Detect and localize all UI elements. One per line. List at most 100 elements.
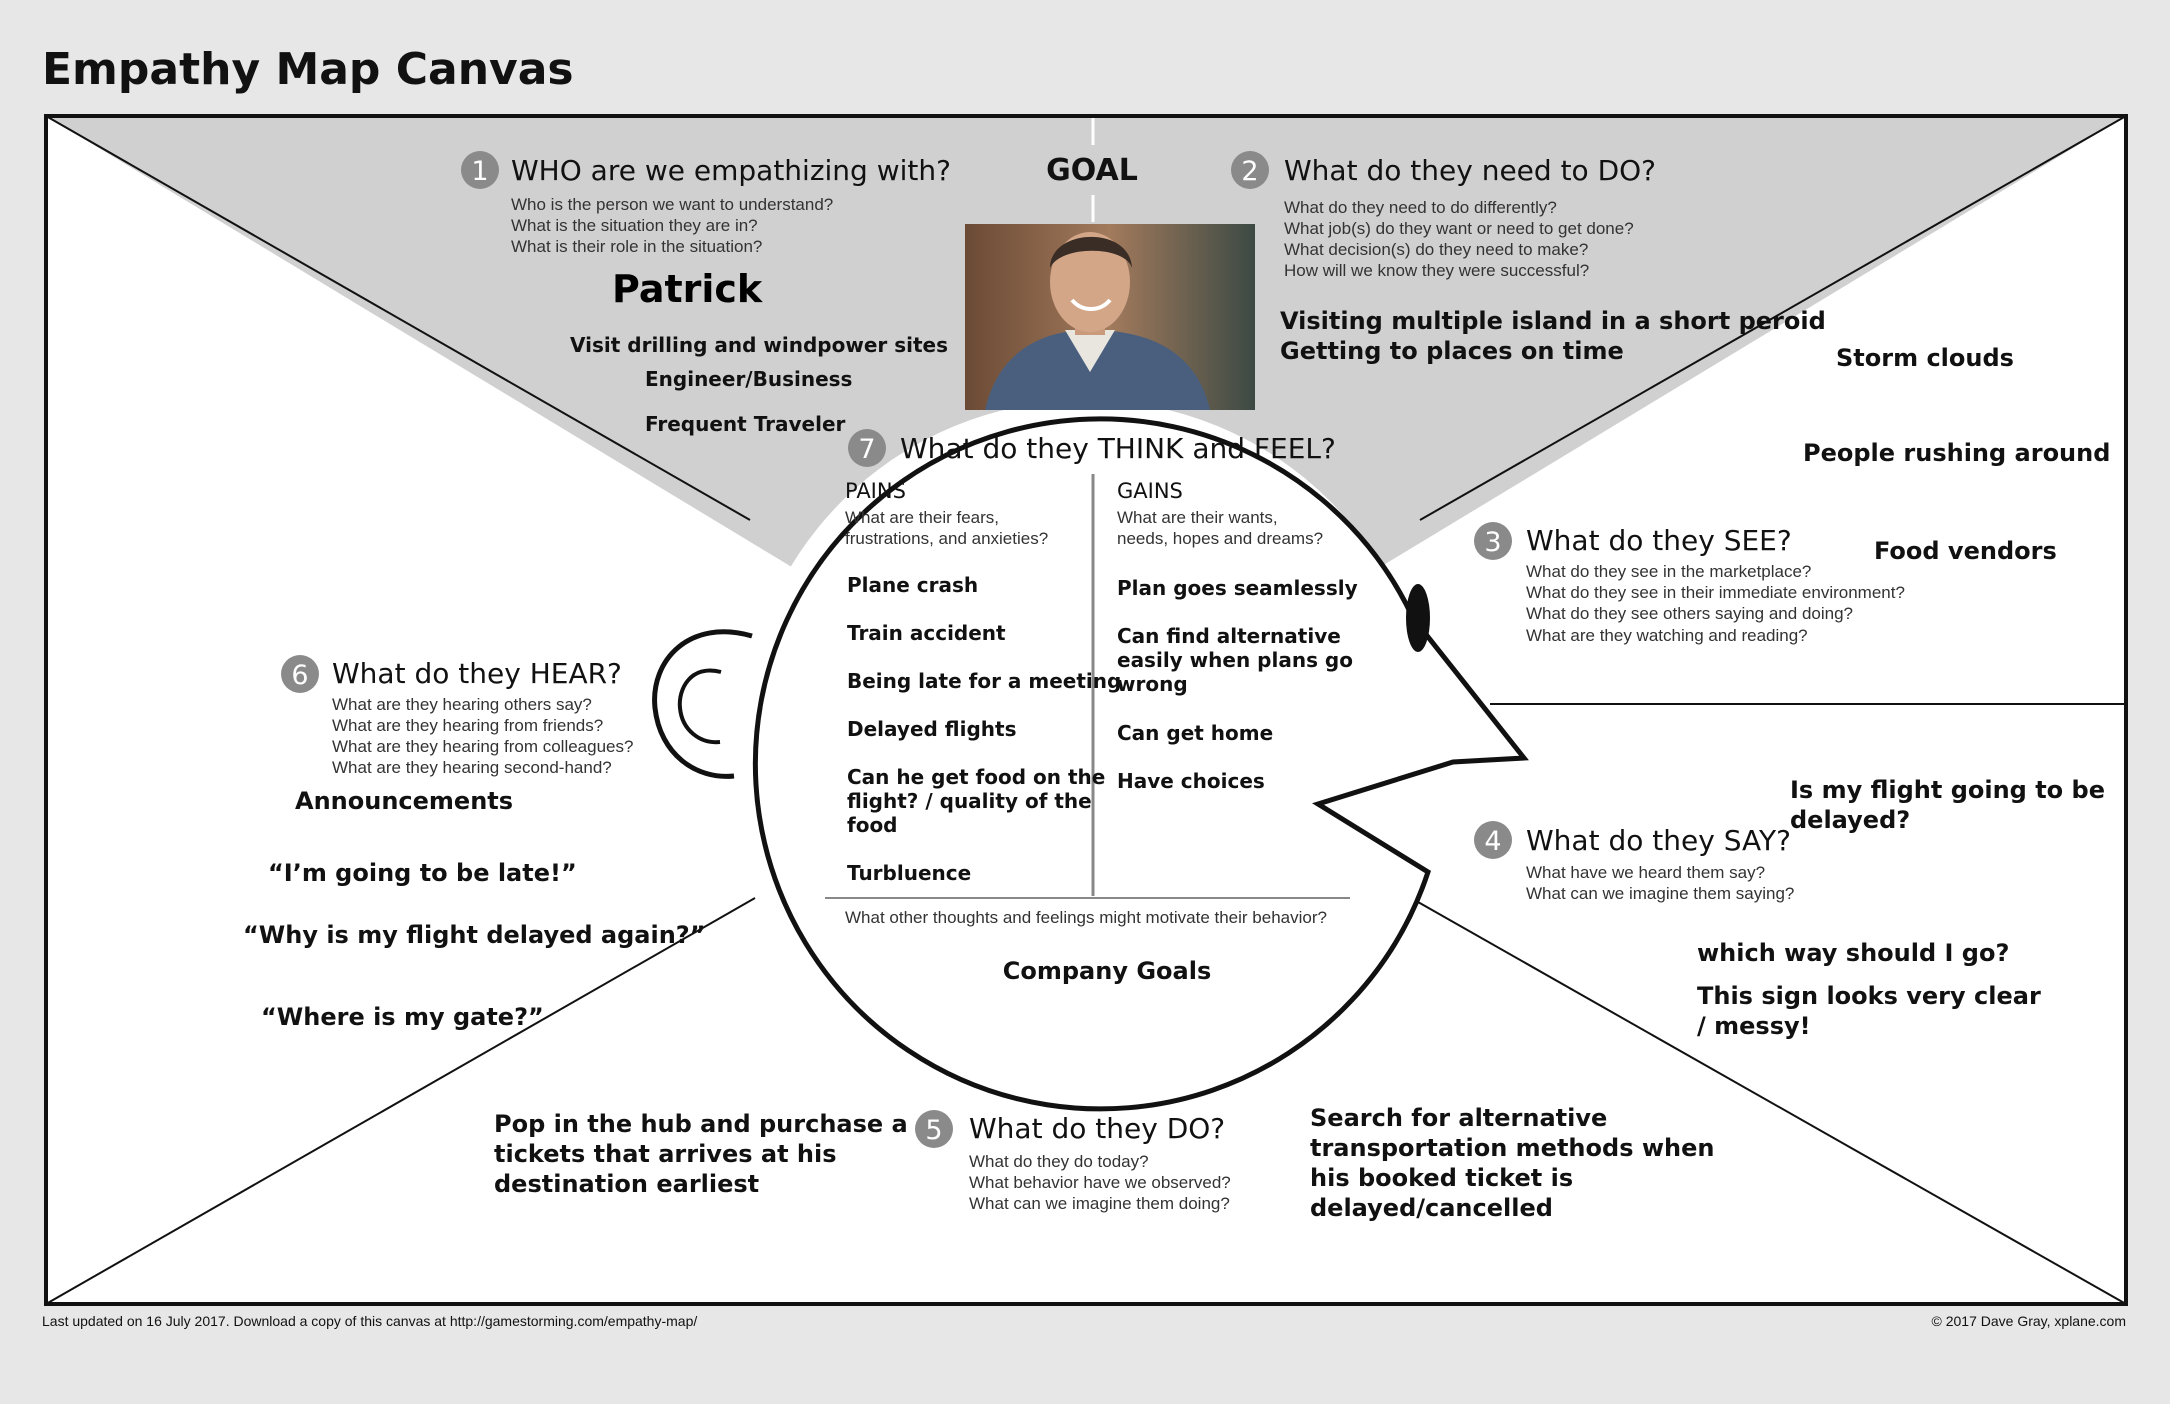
other-thoughts-note: Company Goals: [1003, 957, 1211, 985]
gain-item: Have choices: [1117, 769, 1265, 793]
see-heading: What do they SEE?: [1526, 524, 1792, 557]
canvas-border: [44, 114, 2128, 1306]
see-prompt: What do they see in the marketplace?: [1526, 562, 1811, 581]
hear-heading: What do they HEAR?: [332, 657, 622, 690]
gain-item: Can get home: [1117, 721, 1273, 745]
do-note: his booked ticket is: [1310, 1164, 1573, 1192]
see-note: Storm clouds: [1836, 344, 2014, 372]
say-heading: What do they SAY?: [1526, 824, 1791, 857]
hear-prompt: What are they hearing second-hand?: [332, 758, 612, 777]
eye-shape: [1406, 584, 1430, 652]
svg-text:3: 3: [1484, 527, 1501, 558]
pains-label: PAINS: [845, 479, 906, 503]
pain-item: Can he get food on the: [847, 765, 1105, 789]
need-note: Visiting multiple island in a short pero…: [1280, 307, 1826, 335]
pains-prompt: What are their fears,: [845, 508, 999, 527]
pain-item: flight? / quality of the: [847, 789, 1092, 813]
badge-6: 6: [281, 655, 319, 693]
see-prompt: What are they watching and reading?: [1526, 626, 1808, 645]
gains-label: GAINS: [1117, 479, 1183, 503]
need-note: Getting to places on time: [1280, 337, 1624, 365]
diagonal-bottom-right: [1417, 901, 2127, 1305]
think-heading: What do they THINK and FEEL?: [900, 432, 1336, 465]
svg-text:7: 7: [858, 434, 875, 465]
need-heading: What do they need to DO?: [1284, 154, 1656, 187]
hear-note: “Why is my flight delayed again?”: [243, 921, 706, 949]
say-prompt: What have we heard them say?: [1526, 863, 1765, 882]
hear-prompt: What are they hearing others say?: [332, 695, 592, 714]
hear-note: Announcements: [295, 787, 513, 815]
who-heading: WHO are we empathizing with?: [511, 154, 951, 187]
head-circle: [741, 400, 1431, 1090]
footer-right: © 2017 Dave Gray, xplane.com: [1932, 1313, 2126, 1329]
footer-left: Last updated on 16 July 2017. Download a…: [42, 1313, 697, 1329]
gain-item: easily when plans go: [1117, 648, 1353, 672]
who-prompt: What is their role in the situation?: [511, 237, 762, 256]
gain-item: wrong: [1117, 672, 1188, 696]
do-prompt: What can we imagine them doing?: [969, 1194, 1230, 1213]
badge-2: 2: [1231, 151, 1269, 189]
pain-item: Being late for a meeting: [847, 669, 1121, 693]
other-thoughts-prompt: What other thoughts and feelings might m…: [845, 908, 1327, 927]
page-title: Empathy Map Canvas: [42, 44, 574, 95]
need-prompt: What do they need to do differently?: [1284, 198, 1557, 217]
pain-item: Turbluence: [847, 861, 971, 885]
pain-item: Delayed flights: [847, 717, 1016, 741]
see-prompt: What do they see in their immediate envi…: [1526, 583, 1905, 602]
say-note: Is my flight going to be: [1790, 776, 2105, 804]
say-prompt: What can we imagine them saying?: [1526, 884, 1794, 903]
do-note: Pop in the hub and purchase a: [494, 1110, 908, 1138]
do-prompt: What do they do today?: [969, 1152, 1149, 1171]
pain-item: food: [847, 813, 898, 837]
pain-item: Plane crash: [847, 573, 978, 597]
who-note: Engineer/Business: [645, 367, 852, 391]
do-note: delayed/cancelled: [1310, 1194, 1553, 1222]
diagonal-top-right: [1419, 115, 2127, 521]
say-note: which way should I go?: [1697, 939, 2009, 967]
gains-prompt: What are their wants,: [1117, 508, 1278, 527]
badge-7: 7: [848, 429, 886, 467]
pain-item: Train accident: [847, 621, 1006, 645]
see-note: Food vendors: [1874, 537, 2057, 565]
svg-text:6: 6: [291, 660, 308, 691]
badge-5: 5: [915, 1110, 953, 1148]
do-heading: What do they DO?: [969, 1112, 1225, 1145]
gains-prompt: needs, hopes and dreams?: [1117, 529, 1323, 548]
see-note: People rushing around: [1803, 439, 2110, 467]
goal-label: GOAL: [1046, 153, 1138, 188]
hear-note: “I’m going to be late!”: [268, 859, 577, 887]
persona-name: Patrick: [612, 267, 763, 311]
diagonal-bottom-left: [45, 897, 756, 1305]
ear-outer: [652, 629, 753, 779]
do-note: destination earliest: [494, 1170, 759, 1198]
svg-text:5: 5: [925, 1115, 942, 1146]
need-prompt: What decision(s) do they need to make?: [1284, 240, 1588, 259]
do-note: transportation methods when: [1310, 1134, 1714, 1162]
gain-item: Can find alternative: [1117, 624, 1341, 648]
diagonal-top-left: [45, 115, 751, 521]
need-prompt: What job(s) do they want or need to get …: [1284, 219, 1634, 238]
do-note: Search for alternative: [1310, 1104, 1607, 1132]
head-outline: [752, 416, 1529, 1112]
do-note: tickets that arrives at his: [494, 1140, 837, 1168]
persona-photo: [965, 224, 1255, 410]
hear-prompt: What are they hearing from colleagues?: [332, 737, 633, 756]
badge-1: 1: [461, 151, 499, 189]
who-note: Visit drilling and windpower sites: [570, 333, 948, 357]
badge-3: 3: [1474, 522, 1512, 560]
gain-item: Plan goes seamlessly: [1117, 576, 1358, 600]
badge-4: 4: [1474, 821, 1512, 859]
pains-prompt: frustrations, and anxieties?: [845, 529, 1048, 548]
do-prompt: What behavior have we observed?: [969, 1173, 1231, 1192]
hear-prompt: What are they hearing from friends?: [332, 716, 603, 735]
who-prompt: What is the situation they are in?: [511, 216, 758, 235]
say-note: delayed?: [1790, 806, 1910, 834]
who-prompt: Who is the person we want to understand?: [511, 195, 833, 214]
who-note: Frequent Traveler: [645, 412, 846, 436]
hear-note: “Where is my gate?”: [261, 1003, 544, 1031]
ear-inner: [677, 668, 722, 745]
svg-text:4: 4: [1484, 826, 1501, 857]
svg-text:2: 2: [1241, 156, 1258, 187]
see-prompt: What do they see others saying and doing…: [1526, 604, 1853, 623]
